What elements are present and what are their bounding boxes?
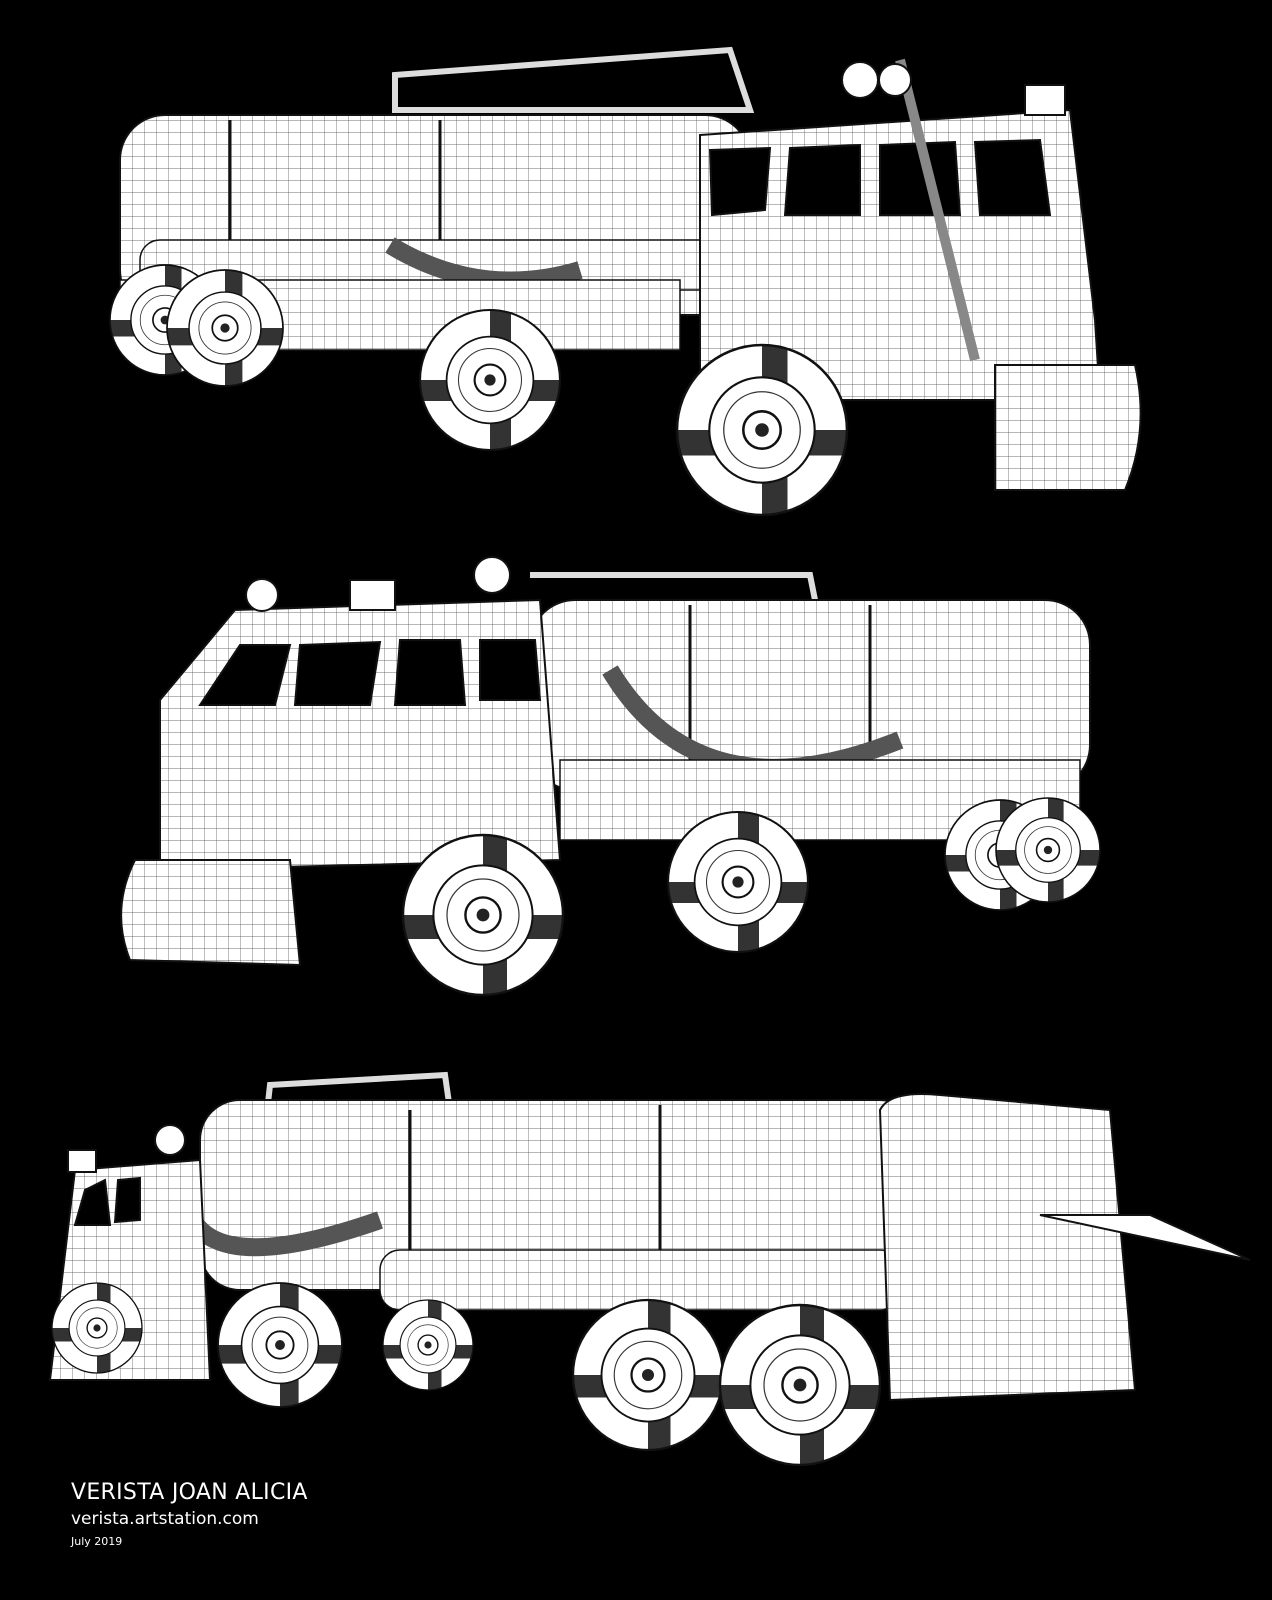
date-label: July 2019 (71, 1535, 123, 1548)
truck-view-1 (110, 46, 1142, 515)
author-name: VERISTA JOAN ALICIA (71, 1480, 308, 1505)
truck-view-2 (120, 556, 1100, 995)
website-link: verista.artstation.com (71, 1509, 259, 1529)
truck-view-3 (50, 1071, 1251, 1465)
